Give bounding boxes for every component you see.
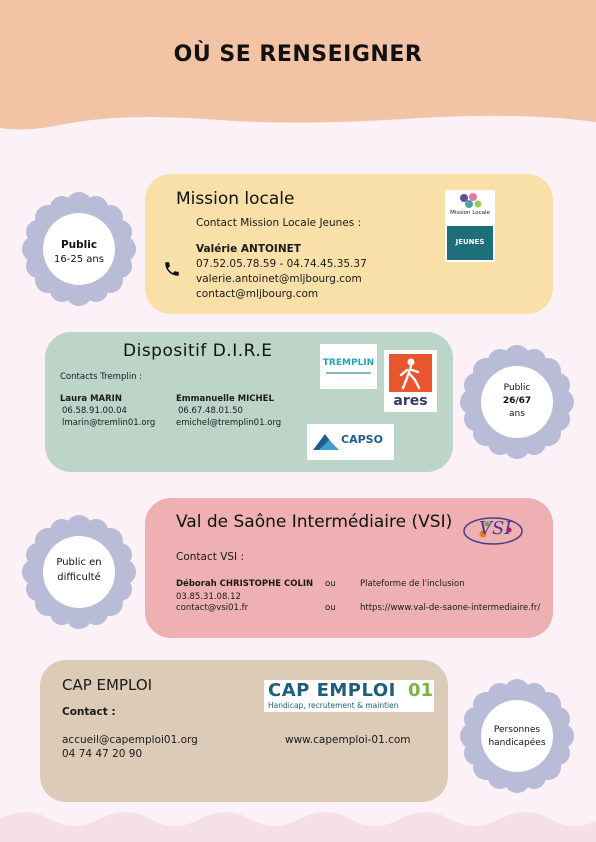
cap-emploi-phone: 04 74 47 20 90 [62, 748, 143, 760]
cap-emploi-title: CAP EMPLOI [62, 676, 153, 694]
dire-person-2-email[interactable]: emichel@tremplin01.org [176, 418, 282, 428]
flower-badge-16-25 [22, 192, 136, 306]
flower-badge-handicap [460, 679, 574, 793]
footer-wave [0, 812, 596, 842]
mission-locale-person: Valérie ANTOINET [196, 243, 301, 255]
mission-locale-title: Mission locale [176, 189, 295, 209]
dire-contacts-label: Contacts Tremplin : [60, 372, 143, 382]
dire-person-2-name: Emmanuelle MICHEL [176, 394, 274, 404]
ares-logo: ares [384, 350, 437, 412]
mission-locale-email-1[interactable]: valerie.antoinet@mljbourg.com [196, 273, 362, 285]
cap-emploi-logo-number: 01 [408, 680, 434, 701]
capso-logo-graphic [313, 434, 339, 450]
vsi-logo: VSI [461, 512, 525, 550]
phone-icon [165, 262, 179, 276]
vsi-title: Val de Saône Intermédiaire (VSI) [176, 512, 453, 532]
badge-public-26-67: Public 26/67 ans [502, 383, 532, 420]
mission-locale-logo: Mission Locale JEUNES [445, 190, 495, 262]
mission-locale-card: Mission locale Contact Mission Locale Je… [145, 174, 553, 314]
vsi-email[interactable]: contact@vsi01.fr [176, 603, 249, 613]
dire-card: Dispositif D.I.R.E Contacts Tremplin : L… [45, 332, 453, 472]
badge-personnes-handicapees: Personnes handicapées [488, 725, 546, 749]
vsi-inclusion-platform: Plateforme de l'inclusion [360, 579, 465, 589]
mission-locale-logo-sub: JEUNES [455, 238, 485, 246]
mission-locale-logo-graphic [447, 193, 493, 260]
tremplin-logo: TREMPLIN [320, 344, 377, 389]
cap-emploi-logo-tagline: Handicap, recrutement & maintien [268, 701, 399, 710]
ares-logo-text: ares [393, 393, 428, 409]
vsi-card: Val de Saône Intermédiaire (VSI) Contact… [145, 498, 553, 638]
vsi-person: Déborah CHRISTOPHE COLIN [176, 579, 314, 589]
dire-person-1-name: Laura MARIN [60, 394, 122, 404]
mission-locale-logo-text: Mission Locale [450, 210, 490, 216]
mission-locale-email-2[interactable]: contact@mljbourg.com [196, 288, 319, 300]
vsi-website-link[interactable]: https://www.val-de-saone-intermediaire.f… [360, 603, 541, 613]
cap-emploi-logo: CAP EMPLOI 01 Handicap, recrutement & ma… [264, 680, 434, 712]
mission-locale-contact-label: Contact Mission Locale Jeunes : [196, 217, 362, 229]
page-title: OÙ SE RENSEIGNER [173, 42, 423, 67]
cap-emploi-logo-text: CAP EMPLOI [268, 680, 396, 701]
cap-emploi-website[interactable]: www.capemploi-01.com [285, 734, 411, 746]
cap-emploi-card: CAP EMPLOI Contact : accueil@capemploi01… [40, 660, 448, 802]
badge-public-16-25: Public 16-25 ans [54, 239, 104, 266]
vsi-logo-text: VSI [479, 518, 512, 539]
vsi-or-2: ou [325, 603, 336, 613]
tremplin-logo-text: TREMPLIN [322, 358, 375, 368]
vsi-contact-label: Contact VSI : [176, 551, 245, 563]
mission-locale-phones: 07.52.05.78.59 - 04.74.45.35.37 [196, 258, 367, 270]
vsi-phone: 03.85.31.08.12 [176, 592, 241, 602]
cap-emploi-contact-label: Contact : [62, 706, 116, 718]
dire-person-1-phone: 06.58.91.00.04 [62, 406, 127, 416]
flower-badge-26-67 [460, 345, 574, 459]
cap-emploi-email[interactable]: accueil@capemploi01.org [62, 734, 198, 746]
badge-public-difficulte: Public en difficulté [56, 557, 102, 583]
dire-person-1-email[interactable]: lmarin@tremlin01.org [62, 418, 156, 428]
dire-title: Dispositif D.I.R.E [123, 341, 273, 361]
ares-logo-graphic [389, 354, 432, 392]
dire-person-2-phone: 06.67.48.01.50 [178, 406, 243, 416]
header-background [0, 0, 596, 130]
capso-logo: CAPSO [307, 424, 394, 460]
vsi-or-1: ou [325, 579, 336, 589]
vsi-logo-graphic [463, 517, 523, 545]
capso-logo-text: CAPSO [341, 433, 383, 446]
flower-badge-difficulte [22, 515, 136, 629]
